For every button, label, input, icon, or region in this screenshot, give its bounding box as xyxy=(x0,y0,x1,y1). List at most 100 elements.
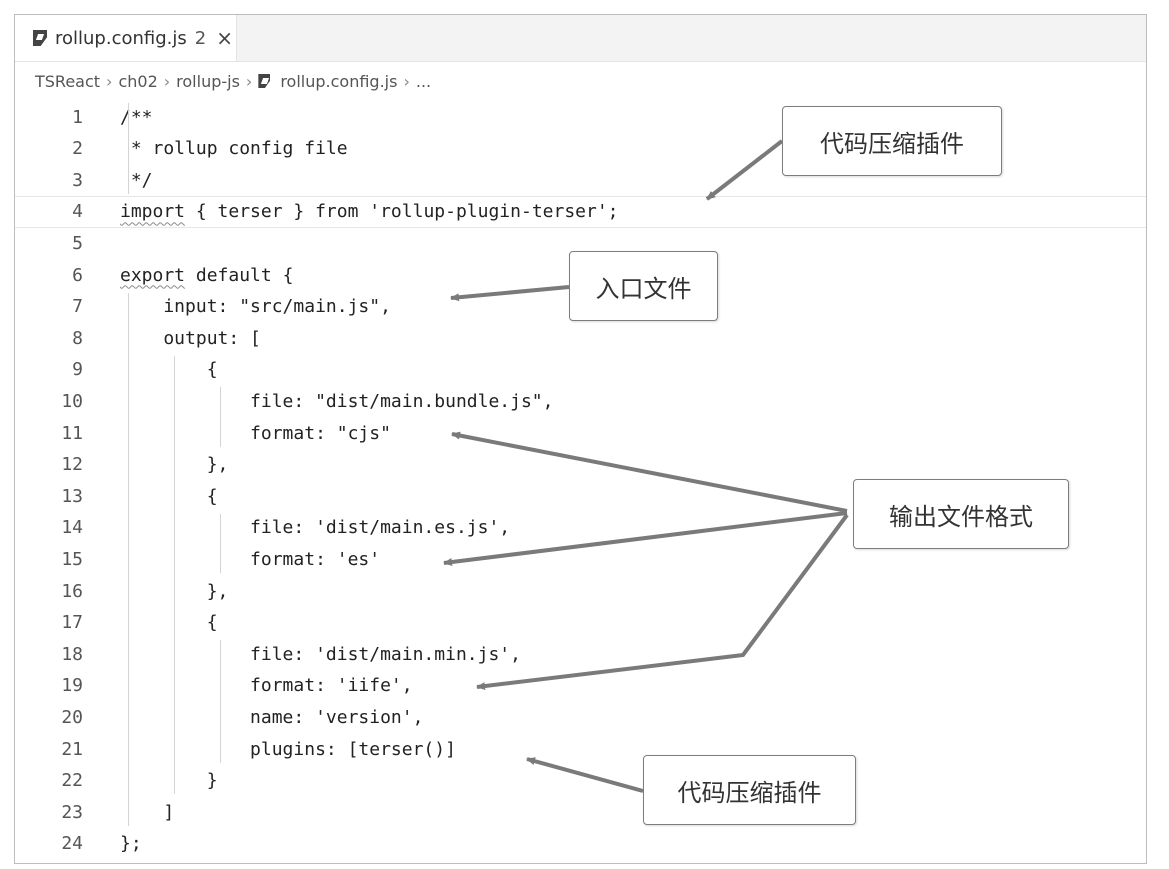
code-text: export default { xyxy=(120,264,294,286)
indent-guide xyxy=(220,640,221,763)
code-line[interactable]: 12 }, xyxy=(15,449,1146,481)
code-line[interactable]: 3 */ xyxy=(15,164,1146,196)
line-number: 12 xyxy=(61,454,83,476)
line-number: 3 xyxy=(72,169,83,191)
code-line[interactable]: 6 export default { xyxy=(15,259,1146,291)
code-text: ] xyxy=(120,801,175,823)
line-number: 4 xyxy=(72,201,83,223)
code-line[interactable]: 15 format: 'es' xyxy=(15,543,1146,575)
line-number: 6 xyxy=(72,264,83,286)
code-text: }, xyxy=(120,580,229,602)
code-text: file: 'dist/main.min.js', xyxy=(120,643,521,665)
code-line[interactable]: 2 * rollup config file xyxy=(15,133,1146,165)
code-text: { xyxy=(120,359,218,381)
line-number: 20 xyxy=(61,706,83,728)
indent-guide xyxy=(174,355,175,795)
callout-compress-plugin-top: 代码压缩插件 xyxy=(782,106,1002,176)
line-number: 9 xyxy=(72,359,83,381)
code-line[interactable]: 4 import { terser } from 'rollup-plugin-t… xyxy=(15,195,1146,228)
code-text: plugins: [terser()] xyxy=(120,738,456,760)
code-line[interactable]: 20 name: 'version', xyxy=(15,701,1146,733)
code-line[interactable]: 19 format: 'iife', xyxy=(15,670,1146,702)
line-number: 11 xyxy=(61,422,83,444)
line-number: 2 xyxy=(72,138,83,160)
code-text: * rollup config file xyxy=(120,138,348,160)
code-text: file: "dist/main.bundle.js", xyxy=(120,390,554,412)
close-icon[interactable]: × xyxy=(216,26,233,50)
code-line[interactable]: 8 output: [ xyxy=(15,322,1146,354)
lint-warning-keyword[interactable]: import xyxy=(120,201,186,223)
code-text: name: 'version', xyxy=(120,706,424,728)
code-line[interactable]: 11 format: "cjs" xyxy=(15,417,1146,449)
editor-window: rollup.config.js 2 × TSReact › ch02 › ro… xyxy=(14,14,1147,864)
callout-entry-file: 入口文件 xyxy=(569,251,718,321)
code-line[interactable]: 16 }, xyxy=(15,575,1146,607)
code-text: output: [ xyxy=(120,327,261,349)
line-number: 8 xyxy=(72,327,83,349)
code-line[interactable]: 23 ] xyxy=(15,796,1146,828)
callout-compress-plugin-bottom: 代码压缩插件 xyxy=(643,755,856,825)
code-text: */ xyxy=(120,169,153,191)
code-text: import { terser } from 'rollup-plugin-te… xyxy=(120,201,619,223)
tab-rollup-config[interactable]: rollup.config.js 2 × xyxy=(15,15,237,61)
code-line[interactable]: 17 { xyxy=(15,607,1146,639)
code-line[interactable]: 5 xyxy=(15,227,1146,259)
code-text: format: "cjs" xyxy=(120,422,391,444)
line-number: 13 xyxy=(61,485,83,507)
rollup-file-icon xyxy=(33,30,47,46)
code-text: { xyxy=(120,612,218,634)
code-text: }; xyxy=(120,833,142,855)
line-number: 24 xyxy=(61,833,83,855)
breadcrumb-separator-icon: › xyxy=(245,71,253,91)
breadcrumb-separator-icon: › xyxy=(163,71,171,91)
callout-output-format: 输出文件格式 xyxy=(853,479,1069,549)
problems-count-badge: 2 xyxy=(194,27,207,49)
breadcrumb-item[interactable]: rollup-js xyxy=(176,71,240,91)
line-number: 22 xyxy=(61,770,83,792)
breadcrumb-item[interactable]: ch02 xyxy=(118,71,158,91)
line-number: 1 xyxy=(72,106,83,128)
code-text: }, xyxy=(120,454,229,476)
line-number: 15 xyxy=(61,548,83,570)
code-line[interactable]: 13 { xyxy=(15,480,1146,512)
indent-guide xyxy=(128,103,129,194)
lint-warning-keyword[interactable]: export xyxy=(120,264,186,286)
line-number: 21 xyxy=(61,738,83,760)
breadcrumb-item[interactable]: ... xyxy=(415,71,432,91)
line-number: 19 xyxy=(61,675,83,697)
breadcrumb: TSReact › ch02 › rollup-js › rollup.conf… xyxy=(35,69,431,93)
code-line[interactable]: 9 { xyxy=(15,354,1146,386)
code-line[interactable]: 21 plugins: [terser()] xyxy=(15,733,1146,765)
indent-guide xyxy=(220,387,221,447)
breadcrumb-item[interactable]: TSReact xyxy=(35,71,101,91)
line-number: 14 xyxy=(61,517,83,539)
line-number: 16 xyxy=(61,580,83,602)
rollup-file-icon xyxy=(258,74,271,88)
code-text: format: 'iife', xyxy=(120,675,413,697)
line-number: 18 xyxy=(61,643,83,665)
indent-guide xyxy=(220,513,221,573)
breadcrumb-item[interactable]: rollup.config.js xyxy=(280,71,398,91)
code-text: format: 'es' xyxy=(120,548,381,570)
line-number: 23 xyxy=(61,801,83,823)
code-text: input: "src/main.js", xyxy=(120,296,391,318)
indent-guide xyxy=(128,292,129,826)
code-line[interactable]: 22 } xyxy=(15,765,1146,797)
code-line[interactable]: 24}; xyxy=(15,828,1146,860)
code-line[interactable]: 10 file: "dist/main.bundle.js", xyxy=(15,385,1146,417)
line-number: 17 xyxy=(61,612,83,634)
tab-bar: rollup.config.js 2 × xyxy=(15,15,1146,62)
line-number: 5 xyxy=(72,232,83,254)
line-number: 7 xyxy=(72,296,83,318)
breadcrumb-separator-icon: › xyxy=(106,71,113,91)
tab-title: rollup.config.js xyxy=(55,27,187,49)
code-text: /** xyxy=(120,106,153,128)
breadcrumb-separator-icon: › xyxy=(403,71,410,91)
line-number: 10 xyxy=(61,390,83,412)
code-text: file: 'dist/main.es.js', xyxy=(120,517,511,539)
code-text: { xyxy=(120,485,218,507)
code-line[interactable]: 7 input: "src/main.js", xyxy=(15,291,1146,323)
code-line[interactable]: 18 file: 'dist/main.min.js', xyxy=(15,638,1146,670)
code-text: } xyxy=(120,770,218,792)
